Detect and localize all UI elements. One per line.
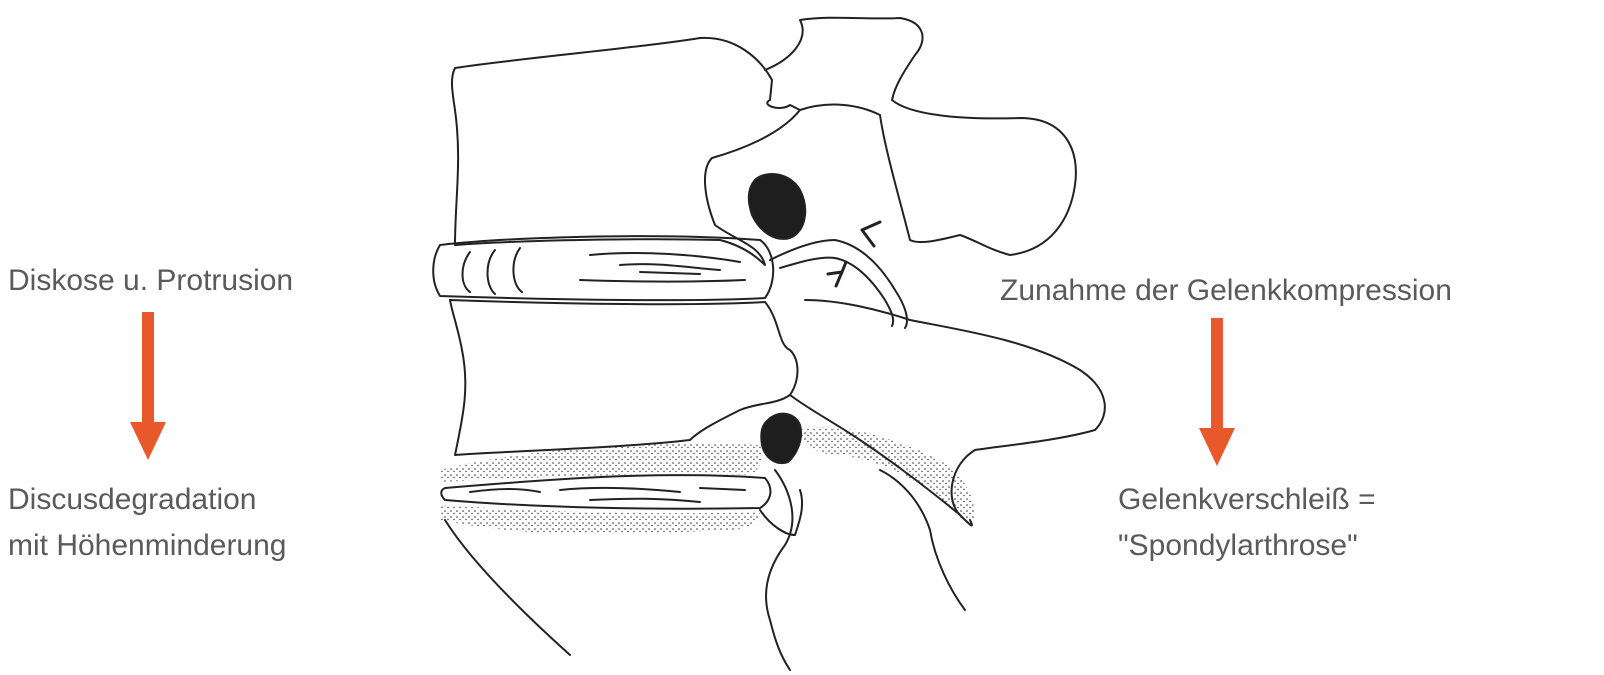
- down-arrow-icon-left: [128, 312, 168, 462]
- lower-foramen: [761, 414, 801, 463]
- right-bottom-label-line1: Gelenkverschleiß =: [1118, 481, 1376, 519]
- lower-disc: [441, 475, 770, 509]
- right-top-label: Zunahme der Gelenkkompression: [1000, 272, 1452, 310]
- right-bottom-label-line2: "Spondylarthrose": [1118, 527, 1358, 565]
- compression-arrow-lower: [828, 262, 846, 286]
- left-bottom-label-line2: mit Höhenminderung: [8, 527, 286, 565]
- lower-vertebra-base: [445, 470, 965, 670]
- upper-disc: [433, 236, 773, 300]
- down-arrow-icon-right: [1197, 318, 1237, 468]
- lower-vertebral-body: [450, 300, 798, 455]
- upper-foramen: [749, 174, 805, 239]
- left-bottom-label-line1: Discusdegradation: [8, 481, 256, 519]
- upper-posterior-arch: [765, 18, 1076, 255]
- compression-arrow-upper: [862, 222, 880, 246]
- upper-vertebral-body: [452, 38, 800, 265]
- left-top-label: Diskose u. Protrusion: [8, 262, 293, 300]
